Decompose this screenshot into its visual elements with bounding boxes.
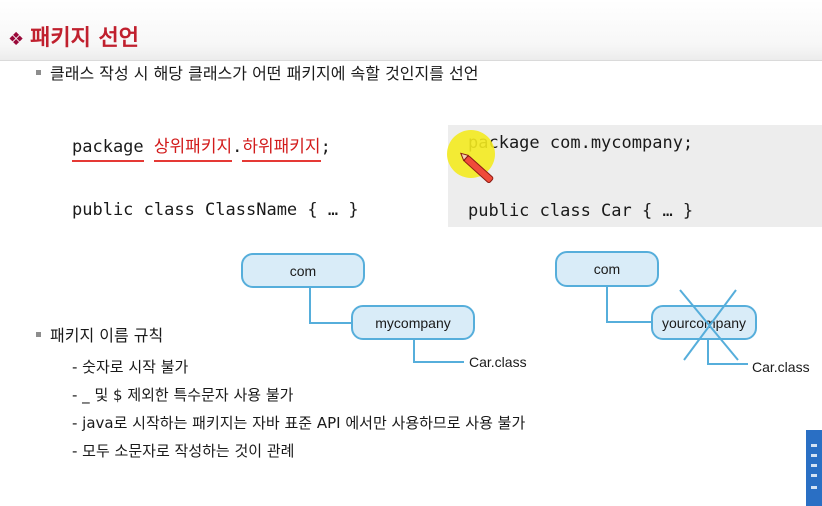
syntax-class-line: public class ClassName { … } [72,200,359,220]
node-com-label: com [290,263,316,279]
example-code-box: package com.mycompany; public class Car … [448,125,822,227]
side-decoration [806,430,822,506]
example-class-line: public class Car { … } [468,201,694,221]
square-bullet-icon [36,70,41,75]
syntax-package-line: package 상위패키지.하위패키지; [72,132,331,162]
dot: . [232,137,243,157]
package-keyword: package [72,137,144,162]
rule-item: - 모두 소문자로 작성하는 것이 관례 [72,442,295,460]
diagram-right: com yourcompany Car.class [555,251,810,375]
cross-out-icon [679,289,739,361]
rules-heading-text: 패키지 이름 규칙 [50,326,164,345]
title-bar: ❖패키지 선언 [0,0,822,61]
child-package: 하위패키지 [242,137,321,162]
node-mycompany [351,305,475,340]
connector-com-mycompany [309,287,354,324]
rule-item: - 숫자로 시작 불가 [72,358,189,376]
semicolon: ; [320,137,331,157]
title-text: 패키지 선언 [30,26,140,51]
rules-heading: 패키지 이름 규칙 [36,322,163,346]
slide-title: ❖패키지 선언 [8,20,139,52]
parent-package: 상위패키지 [153,137,233,162]
example-package-line: package com.mycompany; [468,133,694,153]
intro-text: 클래스 작성 시 해당 클래스가 어떤 패키지에 속할 것인지를 선언 [50,64,479,83]
node-com-right-label: com [594,261,620,277]
node-com-right [555,251,659,287]
node-yourcompany-label: yourcompany [662,315,746,331]
node-com [241,253,365,288]
rule-item: - _ 및 $ 제외한 특수문자 사용 불가 [72,386,294,404]
file-car-class-right: Car.class [752,359,810,375]
rule-item: - java로 시작하는 패키지는 자바 표준 API 에서만 사용하므로 사용… [72,414,526,432]
diamond-bullet-icon: ❖ [8,29,25,50]
node-yourcompany [651,305,757,340]
connector-yourcompany-file [707,339,748,365]
square-bullet-icon [36,332,41,337]
node-mycompany-label: mycompany [375,315,450,331]
file-car-class: Car.class [469,354,527,370]
connector-mycompany-file [413,339,464,363]
diagram-left: com mycompany Car.class [241,253,527,370]
intro-bullet: 클래스 작성 시 해당 클래스가 어떤 패키지에 속할 것인지를 선언 [36,60,479,84]
pen-pointer-icon [447,130,495,184]
connector-com-yourcompany [606,286,652,323]
